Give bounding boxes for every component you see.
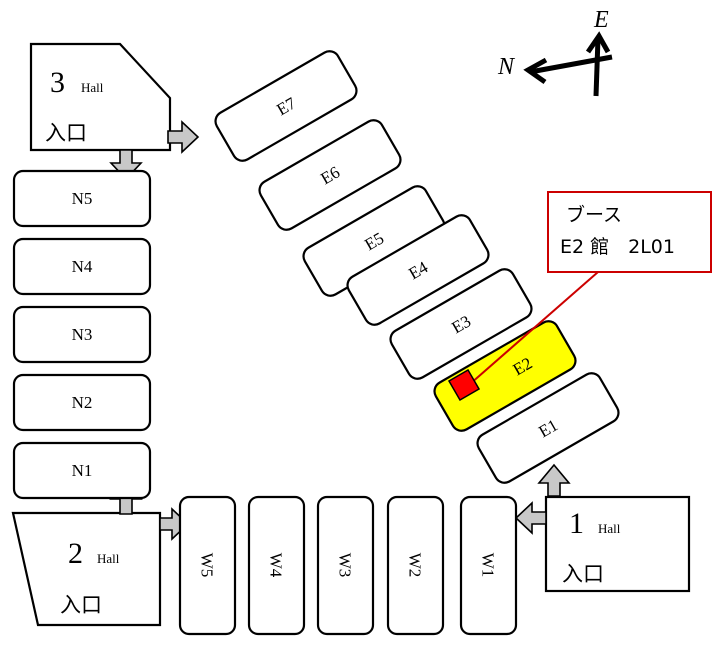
pavilion-e1[interactable]: E1 [474,370,622,487]
pavilion-outline [12,305,152,364]
hall-1-entrance: 入口 [562,562,604,586]
hall-1-building [544,495,691,593]
callout-leader-line [469,271,599,385]
west-pavilions: W5 W4 W3 W2 W1 [178,495,518,636]
pavilion-n1[interactable]: N1 [12,441,152,500]
booth-callout: ブース E2 館 2L01 [447,191,712,402]
pavilion-e6[interactable]: E6 [256,117,404,234]
pavilion-n2[interactable]: N2 [12,373,152,432]
hall-3-word: Hall [81,80,104,95]
pavilion-w4[interactable]: W4 [247,495,306,636]
pavilion-label: W3 [336,553,355,578]
pavilion-outline [12,373,152,432]
pavilion-outline [12,237,152,296]
compass-east-axis [593,37,601,97]
pavilion-label: W5 [198,553,217,578]
pavilion-w3[interactable]: W3 [316,495,375,636]
hall-1-number: 1 [569,507,584,540]
pavilion-e5[interactable]: E5 [300,183,448,300]
hall-2[interactable]: 2 Hall 入口 [11,511,162,627]
pavilion-outline [247,495,306,636]
hall-2-word: Hall [97,551,120,566]
pavilion-outline [12,441,152,500]
hall-1-west-arrow-icon [514,501,547,535]
compass: N E [497,7,613,97]
east-arrowhead-icon [585,31,611,54]
pavilion-n5[interactable]: N5 [12,169,152,228]
pavilion-label: N2 [72,393,93,412]
pavilion-label: W2 [406,553,425,578]
pavilion-label: N4 [72,257,93,276]
hall-1-north-arrow-icon [537,463,571,497]
pavilion-outline [389,268,533,380]
booth-marker[interactable] [447,368,481,402]
pavilion-outline [316,495,375,636]
hall-3-building [29,42,172,152]
pavilion-outline [386,495,445,636]
pavilion-e7[interactable]: E7 [212,48,360,165]
pavilion-outline [433,320,577,432]
pavilion-outline [214,50,358,162]
pavilion-w2[interactable]: W2 [386,495,445,636]
hall-1[interactable]: 1 Hall 入口 [544,495,691,593]
pavilion-outline [476,372,620,484]
pavilion-outline [346,214,490,326]
compass-east-label: E [593,7,609,33]
hall-2-entrance: 入口 [60,593,102,617]
compass-north-label: N [497,54,516,80]
hall-2-building [11,511,162,627]
pavilion-outline [459,495,518,636]
pavilion-label: N1 [72,461,93,480]
pavilion-n4[interactable]: N4 [12,237,152,296]
pavilion-e2[interactable]: E2 [431,318,579,435]
pavilion-outline [258,119,402,231]
callout-line-2: E2 館 2L01 [560,236,675,258]
hall-3-east-arrow-icon [167,120,200,154]
pavilion-outline [178,495,237,636]
pavilion-label: N3 [72,325,93,344]
pavilion-w5[interactable]: W5 [178,495,237,636]
north-arrowhead-icon [523,57,548,85]
hall-3[interactable]: 3 Hall 入口 [29,42,172,152]
hall-3-number: 3 [50,66,65,99]
hall-2-number: 2 [68,537,83,570]
pavilion-outline [12,169,152,228]
callout-box [547,191,712,273]
callout-line-1: ブース [566,203,622,226]
hall-1-word: Hall [598,521,621,536]
hall-3-entrance: 入口 [45,121,87,145]
pavilion-label: W1 [479,553,498,578]
pavilion-label: W4 [267,553,286,578]
pavilion-e3[interactable]: E3 [387,266,535,383]
pavilion-e4[interactable]: E4 [344,212,492,329]
pavilion-w1[interactable]: W1 [459,495,518,636]
pavilion-n3[interactable]: N3 [12,305,152,364]
pavilion-label: N5 [72,189,93,208]
